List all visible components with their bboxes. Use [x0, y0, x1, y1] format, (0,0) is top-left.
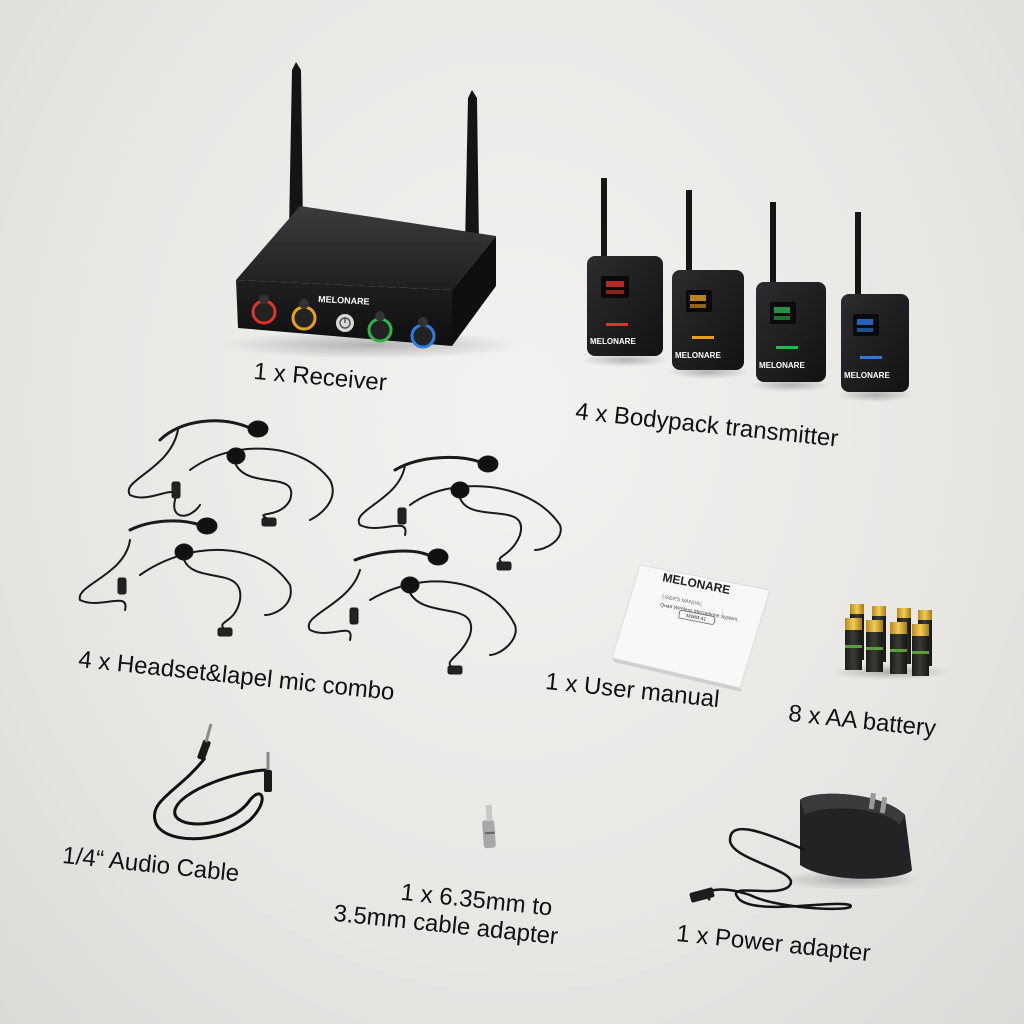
- power-icon: [336, 314, 354, 332]
- receiver-knob-4: [410, 317, 436, 349]
- receiver-knob-1: [251, 294, 277, 325]
- receiver-knob-3: [367, 311, 393, 343]
- bodypack-4: MELONARE: [837, 212, 913, 402]
- power-adapter: [689, 792, 920, 911]
- headset-set-1: [127, 419, 334, 527]
- bodypack-4-brand: MELONARE: [844, 371, 890, 380]
- bodypack-group: MELONARE MELONARE MELONARE: [581, 178, 913, 402]
- battery-front-2: [866, 620, 883, 672]
- audio-cable: [153, 723, 272, 841]
- bodypack-2-brand: MELONARE: [675, 351, 721, 360]
- headset-set-3: [78, 517, 292, 637]
- user-manual: MELONARE USER'S MANUAL Quad Wireless Mic…: [611, 564, 771, 692]
- antenna-left: [289, 62, 303, 230]
- aa-batteries: [830, 604, 950, 680]
- battery-front-4: [912, 624, 929, 676]
- bodypack-3: MELONARE: [750, 202, 830, 392]
- bodypack-1: MELONARE: [581, 178, 669, 367]
- battery-front-1: [845, 618, 862, 670]
- bodypack-2: MELONARE: [666, 190, 750, 379]
- receiver-brand: MELONARE: [318, 294, 370, 307]
- headset-set-4: [307, 548, 517, 675]
- manual-model: MWM-41: [686, 613, 707, 623]
- bodypack-1-brand: MELONARE: [590, 337, 636, 346]
- cable-adapter: [482, 804, 496, 849]
- receiver-knob-2: [291, 299, 317, 331]
- antenna-right: [465, 90, 479, 246]
- bodypack-3-brand: MELONARE: [759, 361, 805, 370]
- battery-front-3: [890, 622, 907, 674]
- receiver: MELONARE: [220, 62, 520, 359]
- headset-mics: [78, 419, 562, 675]
- headset-set-2: [357, 455, 562, 571]
